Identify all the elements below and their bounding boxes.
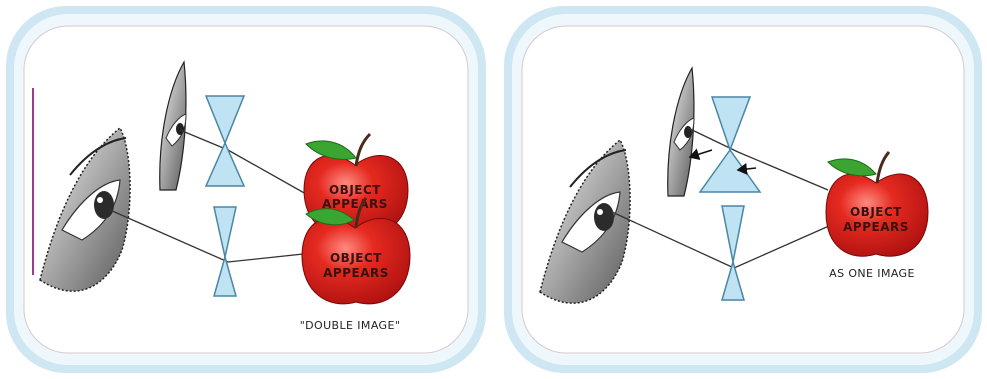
apple-label-line2: APPEARS bbox=[323, 266, 389, 280]
caption-double-image: "DOUBLE IMAGE" bbox=[300, 319, 401, 332]
caption-one-image: AS ONE IMAGE bbox=[829, 267, 915, 280]
apple-label-line2: APPEARS bbox=[843, 220, 909, 234]
panel-double-image: OBJECT APPEARS OBJECT APPEARS "DOUBLE IM… bbox=[6, 6, 486, 373]
apple-label-line1: OBJECT bbox=[850, 205, 902, 219]
panel-single-image: OBJECT APPEARS AS ONE IMAGE bbox=[504, 6, 982, 373]
apple-label-line1: OBJECT bbox=[329, 183, 381, 197]
apple-label-line1: OBJECT bbox=[330, 251, 382, 265]
